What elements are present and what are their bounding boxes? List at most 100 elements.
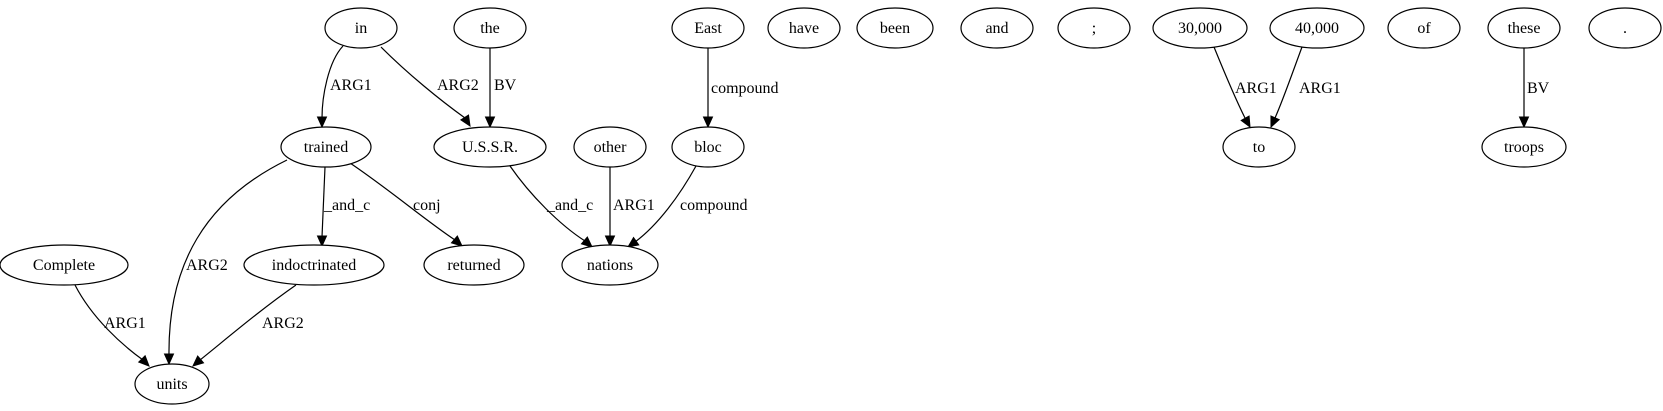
node-to: to <box>1222 126 1296 168</box>
edge-line <box>380 46 466 119</box>
node-ellipse <box>1481 126 1567 168</box>
edge-line <box>168 159 288 356</box>
node-the: the <box>453 7 527 49</box>
arrowhead-icon <box>450 235 463 247</box>
arrowhead-icon <box>316 116 328 129</box>
node-have: have <box>767 7 841 49</box>
node-returned: returned <box>423 244 525 286</box>
edge-the-ussr: BV <box>484 48 517 129</box>
edge-line <box>321 166 326 238</box>
edge-these-troops: BV <box>1518 48 1550 129</box>
edge-ussr-nations: _and_c <box>509 165 593 248</box>
node-period: . <box>1588 7 1662 49</box>
node-label: indoctrinated <box>272 257 356 274</box>
node-label: the <box>480 20 500 37</box>
edge-east-bloc: compound <box>702 48 779 129</box>
edge-indoctrinated-units: ARG2 <box>192 284 304 367</box>
node-label: 40,000 <box>1295 20 1339 37</box>
edge-label: compound <box>711 80 779 97</box>
edge-trained-indoctrinated: _and_c <box>316 166 370 248</box>
edge-label: ARG1 <box>330 77 372 94</box>
edge-label: _and_c <box>323 197 370 214</box>
edge-other-nations: ARG1 <box>604 167 655 248</box>
node-ellipse <box>767 7 841 49</box>
node-in: in <box>324 7 398 49</box>
node-label: troops <box>1504 139 1544 156</box>
node-label: 30,000 <box>1178 20 1222 37</box>
node-ellipse <box>960 7 1034 49</box>
arrowhead-icon <box>702 116 714 129</box>
node-label: to <box>1253 139 1265 156</box>
edge-label: BV <box>1527 80 1550 97</box>
arrowhead-icon <box>484 116 496 129</box>
edge-in-trained: ARG1 <box>316 45 372 129</box>
edge-label: ARG2 <box>437 77 479 94</box>
arrowhead-icon <box>580 236 593 248</box>
node-semicolon: ; <box>1057 7 1131 49</box>
arrowhead-icon <box>1270 115 1281 129</box>
edge-line <box>1213 46 1246 119</box>
node-label: . <box>1623 20 1627 37</box>
node-ellipse <box>1269 7 1365 49</box>
node-ellipse <box>433 126 547 168</box>
edge-line <box>509 165 586 242</box>
node-label: these <box>1508 20 1541 37</box>
edge-label: _and_c <box>546 197 593 214</box>
node-ellipse <box>1222 126 1296 168</box>
node-ellipse <box>573 126 647 168</box>
node-label: nations <box>587 257 633 274</box>
node-n30000: 30,000 <box>1152 7 1248 49</box>
arrowhead-icon <box>1518 116 1530 129</box>
node-label: trained <box>304 139 348 156</box>
arrowhead-icon <box>627 236 640 248</box>
edge-line <box>634 165 697 243</box>
node-ellipse <box>0 244 129 286</box>
edge-label: ARG1 <box>104 315 146 332</box>
edge-label: ARG2 <box>186 257 228 274</box>
node-ellipse <box>423 244 525 286</box>
node-ellipse <box>1487 7 1561 49</box>
node-label: and <box>985 20 1008 37</box>
node-and: and <box>960 7 1034 49</box>
node-east: East <box>671 7 745 49</box>
arrowhead-icon <box>1240 115 1251 129</box>
edge-trained-units: ARG2 <box>163 159 288 366</box>
edge-label: BV <box>494 77 517 94</box>
node-label: ; <box>1092 20 1096 37</box>
node-other: other <box>573 126 647 168</box>
node-trained: trained <box>280 126 372 168</box>
edge-label: ARG2 <box>262 315 304 332</box>
node-ellipse <box>280 126 372 168</box>
edge-in-ussr: ARG2 <box>380 46 479 128</box>
arrowhead-icon <box>316 235 328 248</box>
node-of: of <box>1387 7 1461 49</box>
node-label: units <box>156 376 187 393</box>
node-ellipse <box>453 7 527 49</box>
edge-trained-returned: conj <box>349 162 463 247</box>
node-ellipse <box>671 7 745 49</box>
node-label: U.S.S.R. <box>462 139 518 156</box>
node-label: East <box>694 20 722 37</box>
node-ellipse <box>561 244 659 286</box>
node-n40000: 40,000 <box>1269 7 1365 49</box>
edge-n30000-to: ARG1 <box>1213 46 1277 129</box>
node-ellipse <box>1588 7 1662 49</box>
node-label: in <box>355 20 367 37</box>
edge-line <box>349 162 456 241</box>
node-label: bloc <box>694 139 722 156</box>
node-troops: troops <box>1481 126 1567 168</box>
node-ellipse <box>856 7 934 49</box>
node-ellipse <box>324 7 398 49</box>
node-ellipse <box>1152 7 1248 49</box>
node-these: these <box>1487 7 1561 49</box>
node-label: other <box>594 139 628 156</box>
edge-label: ARG1 <box>613 197 655 214</box>
node-bloc: bloc <box>671 126 745 168</box>
node-ellipse <box>134 363 210 405</box>
edge-label: conj <box>413 197 441 214</box>
node-ellipse <box>243 244 385 286</box>
node-ellipse <box>1387 7 1461 49</box>
node-units: units <box>134 363 210 405</box>
